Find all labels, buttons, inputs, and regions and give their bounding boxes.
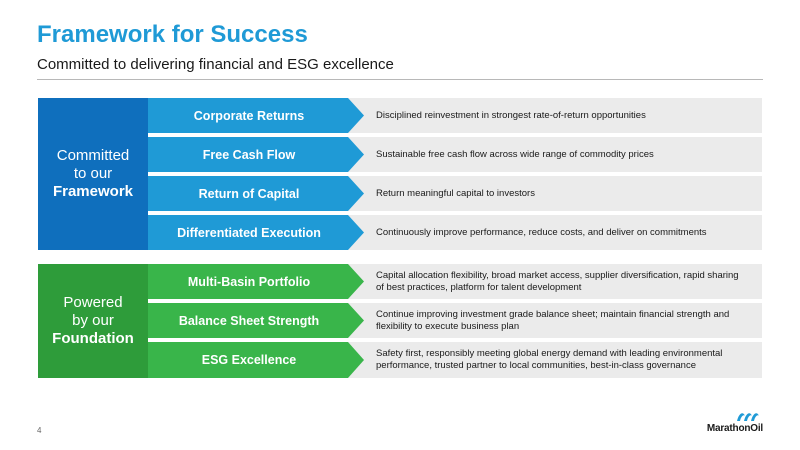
row-arrow-label: Free Cash Flow (148, 137, 364, 172)
framework-label-line2: to our (73, 165, 113, 182)
row-arrow-label: Corporate Returns (148, 98, 364, 133)
row-arrow-label: Return of Capital (148, 176, 364, 211)
page-subtitle: Committed to delivering financial and ES… (37, 56, 394, 73)
row-description: Capital allocation flexibility, broad ma… (376, 269, 739, 293)
foundation-row: Balance Sheet Strength Continue improvin… (148, 303, 762, 338)
page-number: 4 (37, 426, 42, 435)
row-description: Return meaningful capital to investors (376, 187, 535, 199)
row-arrow-label: Balance Sheet Strength (148, 303, 364, 338)
framework-section: Committed to our Framework Corporate Ret… (38, 98, 762, 250)
logo-text: MarathonOil (706, 423, 763, 434)
row-arrow-label: ESG Excellence (148, 342, 364, 378)
company-logo: MarathonOil (707, 410, 763, 434)
page-title: Framework for Success (37, 21, 308, 48)
framework-label-box: Committed to our Framework (38, 98, 148, 250)
foundation-label-line1: Powered (63, 294, 123, 311)
framework-row: Corporate Returns Disciplined reinvestme… (148, 98, 762, 133)
foundation-label-line3: Foundation (52, 330, 134, 347)
framework-label-line1: Committed (56, 147, 130, 164)
marathon-oil-logo-icon (737, 413, 759, 421)
row-arrow-label: Differentiated Execution (148, 215, 364, 250)
framework-row: Free Cash Flow Sustainable free cash flo… (148, 137, 762, 172)
row-description: Sustainable free cash flow across wide r… (376, 148, 654, 160)
row-arrow-label: Multi-Basin Portfolio (148, 264, 364, 299)
foundation-label-line2: by our (72, 312, 114, 329)
foundation-label-box: Powered by our Foundation (38, 264, 148, 378)
framework-row: Return of Capital Return meaningful capi… (148, 176, 762, 211)
row-description: Continue improving investment grade bala… (376, 308, 730, 332)
title-divider (37, 79, 763, 80)
row-description: Safety first, responsibly meeting global… (376, 348, 723, 371)
row-description: Disciplined reinvestment in strongest ra… (376, 109, 646, 121)
foundation-section: Powered by our Foundation Multi-Basin Po… (38, 264, 762, 378)
framework-row: Differentiated Execution Continuously im… (148, 215, 762, 250)
framework-label-line3: Framework (52, 183, 134, 200)
foundation-row: ESG Excellence Safety first, responsibly… (148, 342, 762, 378)
row-description: Continuously improve performance, reduce… (376, 226, 707, 238)
foundation-row: Multi-Basin Portfolio Capital allocation… (148, 264, 762, 299)
